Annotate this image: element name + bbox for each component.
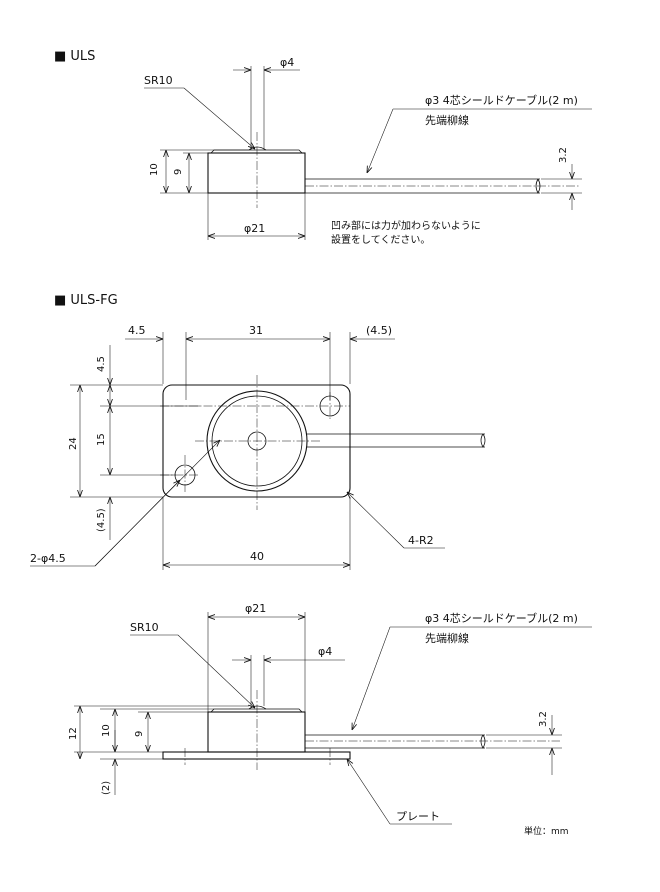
- ulsfg-side-plate-thickness-label: (2): [101, 781, 112, 795]
- uls-sr10-label: SR10: [144, 74, 173, 87]
- ulsfg-title: ■ ULS-FG: [54, 293, 118, 308]
- ulsfg-side-phi21-label: φ21: [245, 602, 266, 615]
- ulsfg-height-4-5-label: 4.5: [96, 356, 107, 372]
- ulsfg-width-4-5-ref-label: (4.5): [366, 324, 392, 337]
- ulsfg-hole-label: 2-φ4.5: [30, 552, 66, 565]
- uls-phi21-label: φ21: [244, 222, 265, 235]
- ulsfg-side-lead-label: 先端柳線: [425, 631, 469, 645]
- ulsfg-side-cable-label: φ3 4芯シールドケーブル(2 m): [425, 611, 578, 625]
- uls-section: ■ ULS φ4 SR10 φ3 4芯シールドケーブル(2 m) 先端柳線 3.…: [54, 49, 592, 246]
- uls-cable-dia-label: 3.2: [558, 147, 569, 163]
- ulsfg-plate-outline: [162, 384, 351, 498]
- ulsfg-width-4-5-label: 4.5: [128, 324, 146, 337]
- ulsfg-side-height-10-label: 10: [101, 724, 112, 737]
- ulsfg-height-15-label: 15: [96, 433, 107, 446]
- ulsfg-top-section: ■ ULS-FG 4.5 31 (4.5): [30, 293, 486, 570]
- uls-sensor-body: [207, 152, 306, 194]
- ulsfg-radius-label: 4-R2: [408, 534, 434, 547]
- uls-lead-label: 先端柳線: [425, 113, 469, 127]
- ulsfg-side-height-12-label: 12: [68, 727, 79, 740]
- ulsfg-width-31-label: 31: [249, 324, 263, 337]
- ulsfg-side-cable-dia-label: 3.2: [538, 711, 549, 727]
- ulsfg-side-phi4-label: φ4: [318, 645, 332, 658]
- ulsfg-side-sensor-body: [207, 711, 306, 753]
- ulsfg-side-section: φ21 φ4 SR10 φ3 4芯シールドケーブル(2 m) 先端柳線: [68, 602, 592, 837]
- ulsfg-side-sr10-label: SR10: [130, 621, 159, 634]
- ulsfg-side-plate: [162, 751, 351, 760]
- uls-note-line1: 凹み部には力が加わらないように: [331, 219, 481, 232]
- uls-cable-label: φ3 4芯シールドケーブル(2 m): [425, 93, 578, 107]
- uls-note-line2: 設置をしてください。: [331, 233, 430, 246]
- uls-height-9-label: 9: [173, 169, 184, 175]
- ulsfg-hole-top-right: [319, 395, 341, 417]
- uls-height-10-label: 10: [149, 163, 160, 176]
- ulsfg-side-plate-label: プレート: [396, 810, 440, 823]
- uls-phi4-label: φ4: [280, 56, 294, 69]
- ulsfg-height-4-5-ref-label: (4.5): [96, 508, 107, 532]
- ulsfg-side-height-9-label: 9: [134, 731, 145, 737]
- unit-label: 単位：mm: [524, 825, 569, 837]
- uls-title: ■ ULS: [54, 49, 95, 64]
- ulsfg-width-40-label: 40: [250, 550, 264, 563]
- ulsfg-height-24-label: 24: [68, 437, 79, 450]
